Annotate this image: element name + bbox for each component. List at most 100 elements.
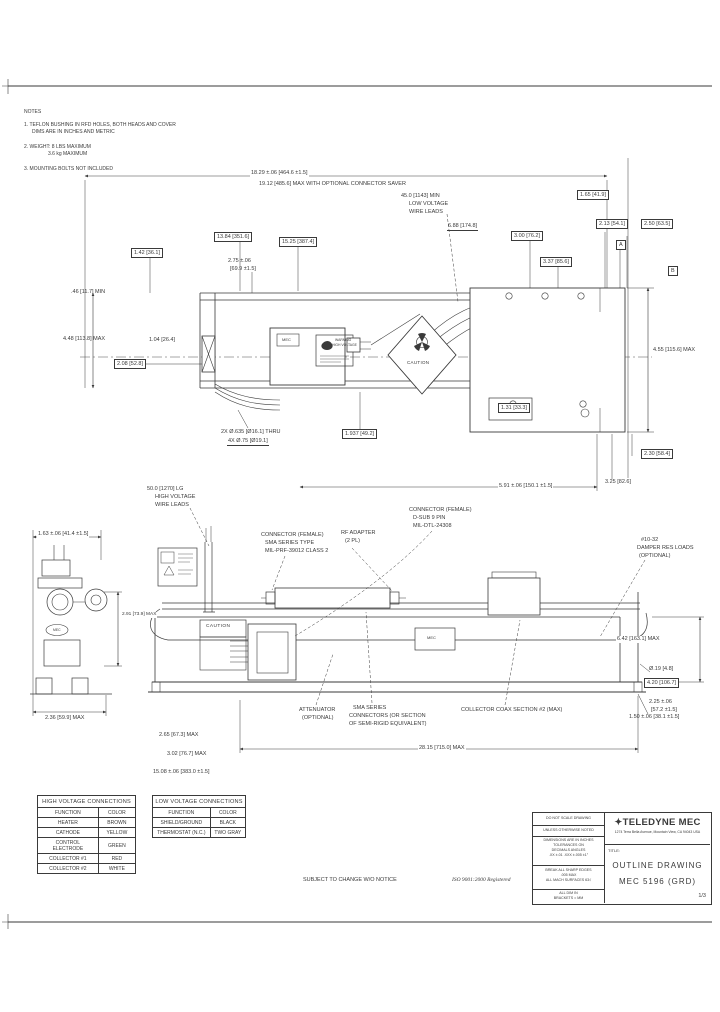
title-label: TITLE: [608, 848, 621, 853]
company-band: ✦TELEDYNE MEC 1274 Terra Bella Avenue, M… [605, 813, 710, 845]
brackets-line1: ALL DIM IN [559, 891, 578, 895]
callout-sma-conn-2: CONNECTORS (OR SECTION [349, 713, 426, 719]
callout-sma-conn-3: OF SEMI-RIGID EQUIVALENT) [349, 721, 427, 727]
dim-3-00: 3.00 [76.2] [511, 231, 543, 241]
dim-overall-optional: 19.12 [485.6] MAX WITH OPTIONAL CONNECTO… [259, 181, 406, 187]
note-2-cont: 3.6 kg MAXIMUM [48, 151, 88, 157]
caution-diamond-text: CAUTION [407, 360, 430, 365]
dim-2-36-max: 2.36 [59.9] MAX [45, 715, 85, 721]
tolerance-line3: DECIMALS ANGLES [551, 847, 586, 852]
dim-28-15-max: 28.15 [715.0] MAX [418, 745, 466, 752]
dim-6-88: 6.88 [174.8] [447, 223, 479, 231]
dim-2-13: 2.13 [54.1] [596, 219, 628, 229]
dim-1-31: 1.31 [33.3] [498, 403, 530, 413]
note-1: 1. TEFLON BUSHING IN RFD HOLES, BOTH HEA… [24, 121, 176, 128]
low-voltage-connections-table: LOW VOLTAGE CONNECTIONS FUNCTION COLOR S… [152, 795, 247, 838]
callout-sma-3: MIL-PRF-39012 CLASS 2 [265, 548, 329, 554]
callout-lv-leads-2: LOW VOLTAGE [409, 201, 449, 207]
datum-a-flag: A [616, 240, 626, 250]
dim-3-02-max: 3.02 [76.7] MAX [167, 751, 207, 757]
dim-2-91-max: 2.91 [73.9] MAX [121, 612, 158, 618]
callout-lv-leads-3: WIRE LEADS [409, 209, 443, 215]
dim-4-55-max: 4.55 [115.6] MAX [652, 347, 697, 354]
dim-13-84: 13.84 [351.6] [214, 232, 253, 242]
note-2: 2. WEIGHT: 8 LBS MAXIMUM [24, 143, 91, 150]
title-block: DO NOT SCALE DRAWING UNLESS OTHERWISE NO… [532, 812, 712, 905]
dim-2-65-max: 2.65 [67.3] MAX [159, 732, 199, 738]
finish-line2: .005 MAX [560, 872, 577, 877]
callout-damper-3: (OPTIONAL) [639, 553, 671, 559]
finish-line3: ALL MACH SURFACES 63√ [545, 877, 592, 882]
dim-4-20: 4.20 [106.7] [644, 678, 680, 688]
dim-1-50: 1.50 ±.06 [38.1 ±1.5] [629, 714, 680, 720]
sheet-number: 1/3 [698, 892, 706, 899]
hv-function: COLLECTOR #2 [37, 863, 99, 874]
callout-hv-leads-1: 50.0 [1270] LG [147, 486, 184, 492]
dim-5-91: 5.91 ±.06 [150.1 ±1.5] [498, 483, 554, 490]
high-voltage-connections-table: HIGH VOLTAGE CONNECTIONS FUNCTION COLOR … [37, 795, 137, 874]
lv-table-title: LOW VOLTAGE CONNECTIONS [152, 795, 246, 808]
notes-block: NOTES 1. TEFLON BUSHING IN RFD HOLES, BO… [24, 109, 176, 173]
finish-note: BREAK ALL SHARP EDGES .005 MAX ALL MACH … [533, 866, 605, 890]
dim-1-42: 1.42 [36.1] [131, 248, 163, 258]
brackets-note: ALL DIM IN BRACKETS = MM [533, 890, 605, 903]
dim-2-75-a: 2.75 ±.06 [228, 258, 251, 264]
dim-4-48-max: 4.48 [113.8] MAX [63, 336, 106, 342]
table-row: THERMOSTAT (N.C.)TWO GRAY [152, 827, 247, 838]
callout-rf-adapter-1: RF ADAPTER [341, 530, 376, 536]
drawing-title-line1: OUTLINE DRAWING [612, 861, 703, 870]
hv-color: GREEN [97, 837, 137, 854]
tolerance-line1: DIMENSIONS ARE IN INCHES [543, 838, 594, 842]
dim-6-42-max: 6.42 [163.1] MAX [616, 636, 661, 643]
dim-2-75-b: [69.9 ±1.5] [230, 266, 256, 272]
notes-heading: NOTES [24, 109, 42, 115]
callout-dsub-3: MIL-DTL-24308 [413, 523, 452, 529]
component-box-label: MEC [427, 635, 436, 640]
callout-attenuator-2: (OPTIONAL) [302, 715, 334, 721]
callout-sma-2: SMA SERIES TYPE [265, 540, 315, 546]
lv-col-function: FUNCTION [152, 807, 211, 818]
brackets-line2: BRACKETS = MM [553, 895, 584, 900]
warning-label-line1: WARNING [335, 338, 352, 342]
company-address: 1274 Terra Bella Avenue, Mountain View, … [614, 829, 701, 834]
hv-color: YELLOW [97, 827, 137, 838]
dim-1-63: 1.63 ±.06 [41.4 ±1.5] [37, 531, 90, 538]
callout-lv-leads-1: 45.0 [1143] MIN [401, 193, 440, 199]
no-scale-note: DO NOT SCALE DRAWING [533, 813, 605, 826]
tolerance-line2: TOLERANCES ON [553, 842, 584, 847]
lv-color: BLACK [209, 817, 247, 828]
dim-2-25-b: [57.2 ±1.5] [651, 707, 677, 713]
finish-line1: BREAK ALL SHARP EDGES [545, 868, 592, 872]
hv-col-function: FUNCTION [37, 807, 99, 818]
warning-label-line2: HIGH VOLTAGE [332, 343, 357, 347]
drawing-title-line2: MEC 5196 (GRD) [618, 877, 697, 886]
callout-hv-leads-2: HIGH VOLTAGE [155, 494, 196, 500]
lv-col-color: COLOR [209, 807, 247, 818]
callout-sma-1: CONNECTOR (FEMALE) [261, 532, 324, 538]
hv-color: RED [97, 853, 137, 864]
callout-collector-section: COLLECTOR COAX SECTION #2 (MAX) [461, 707, 563, 713]
dim-046-min: .46 [11.7] MIN [71, 289, 106, 295]
dim-hole-019: Ø.19 [4.8] [649, 666, 674, 672]
tolerance-note: DIMENSIONS ARE IN INCHES TOLERANCES ON D… [533, 837, 605, 866]
hv-function: COLLECTOR #1 [37, 853, 99, 864]
hv-col-color: COLOR [97, 807, 137, 818]
company-name: TELEDYNE MEC [622, 817, 701, 828]
nameplate-label: MEC [282, 337, 291, 342]
dim-2-25-a: 2.25 ±.06 [649, 699, 672, 705]
callout-damper-1: #10-32 [641, 537, 659, 543]
dim-15-08: 15.08 ±.06 [383.0 ±1.5] [153, 769, 210, 775]
note-3: 3. MOUNTING BOLTS NOT INCLUDED [24, 165, 113, 172]
callout-hv-leads-3: WIRE LEADS [155, 502, 189, 508]
unless-note: UNLESS OTHERWISE NOTED [533, 826, 605, 837]
hv-function: HEATER [37, 817, 99, 828]
callout-dsub-2: D-SUB 9 PIN [413, 515, 446, 521]
lv-function: THERMOSTAT (N.C.) [152, 827, 211, 838]
dim-1-65: 1.65 [41.9] [577, 190, 609, 200]
change-notice: SUBJECT TO CHANGE W/O NOTICE [303, 877, 397, 883]
